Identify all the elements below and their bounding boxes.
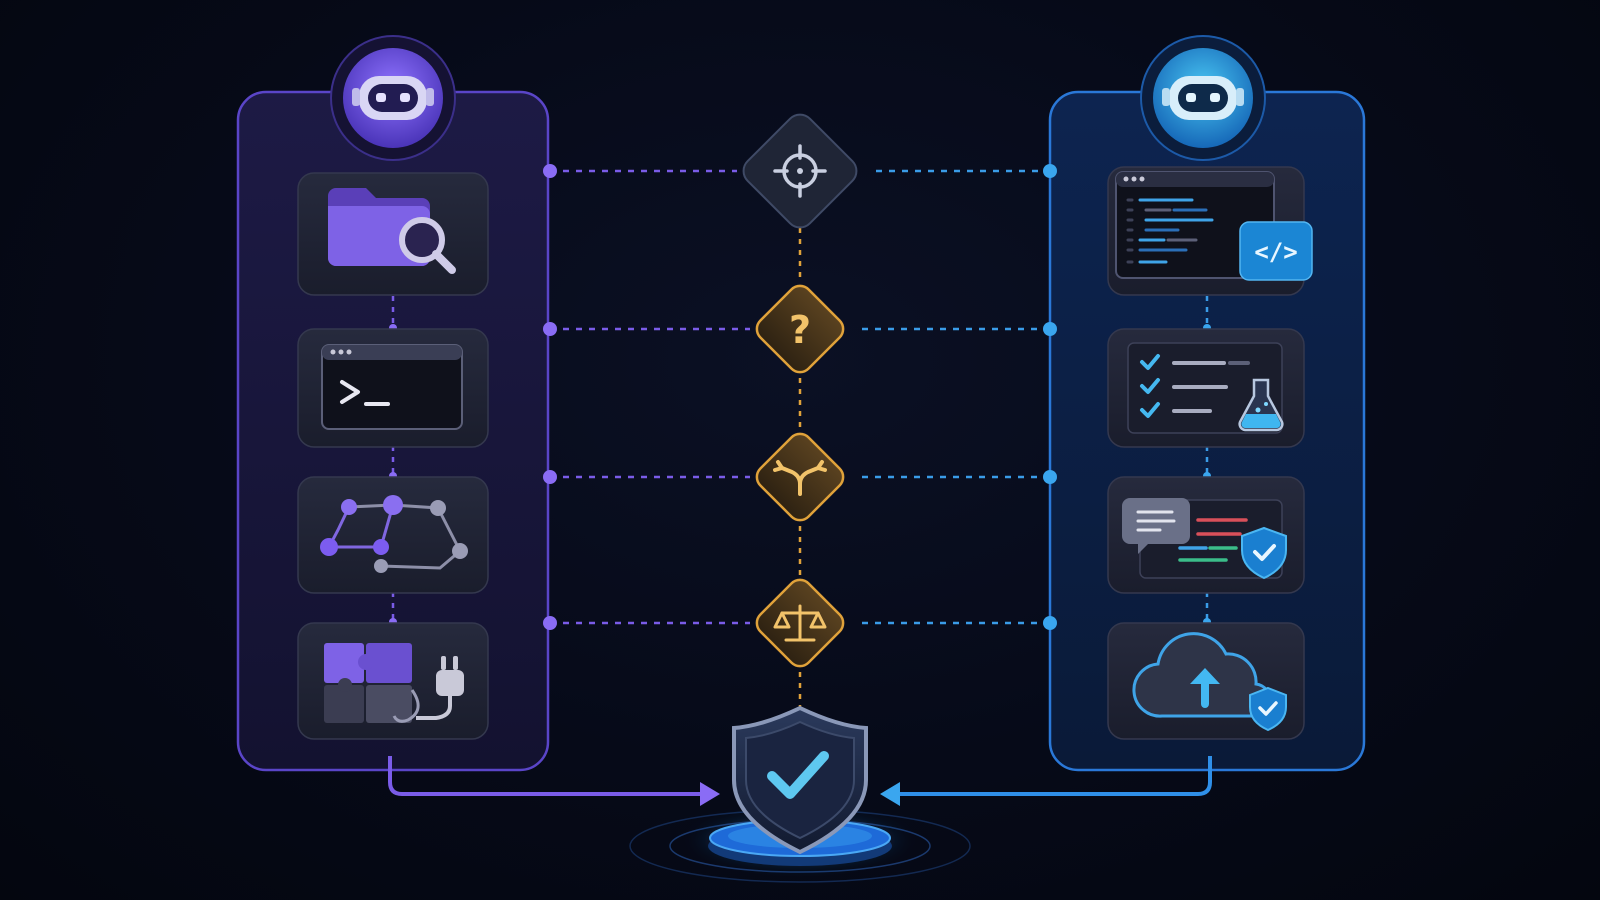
node-graph-icon — [320, 495, 468, 573]
folder-search-icon — [328, 188, 456, 274]
left-tool-tile-4 — [297, 622, 489, 740]
right-arrow-to-outcome — [880, 756, 1212, 806]
center-node-branch — [755, 432, 845, 522]
terminal-icon — [321, 344, 463, 430]
code-glyph: </> — [1254, 238, 1297, 266]
center-node-balance — [755, 578, 845, 668]
left-tool-tile-2 — [297, 328, 489, 448]
horizontal-connectors — [550, 169, 1050, 625]
right-agent-avatar — [1140, 35, 1266, 161]
puzzle-plug-icon — [324, 643, 464, 723]
outcome-shield — [629, 705, 971, 883]
right-tool-tile-3 — [1107, 476, 1305, 594]
code-editor-icon: </> — [1115, 171, 1313, 281]
left-tool-tile-3 — [297, 476, 489, 594]
right-tool-tile-2 — [1107, 328, 1305, 448]
left-arrow-to-outcome — [388, 756, 720, 806]
question-icon: ? — [789, 308, 811, 352]
review-shield-icon — [1122, 498, 1287, 580]
branch-split-icon — [773, 460, 827, 496]
robot-head-icon — [1162, 76, 1244, 120]
cloud-deploy-icon — [1132, 632, 1287, 732]
left-tool-tile-1 — [297, 172, 489, 296]
shield-check-icon — [732, 705, 868, 855]
left-agent-avatar — [330, 35, 456, 161]
center-node-target — [742, 113, 858, 229]
right-tool-tile-1: </> — [1107, 166, 1313, 296]
center-node-question: ? — [755, 284, 845, 374]
right-tool-tile-4 — [1107, 622, 1305, 740]
robot-head-icon — [352, 76, 434, 120]
balance-scale-icon — [773, 604, 827, 642]
connector-endpoints — [543, 164, 1057, 630]
test-checklist-icon — [1127, 342, 1284, 434]
target-crosshair-icon — [773, 144, 827, 198]
vertical-connectors — [391, 228, 1209, 708]
